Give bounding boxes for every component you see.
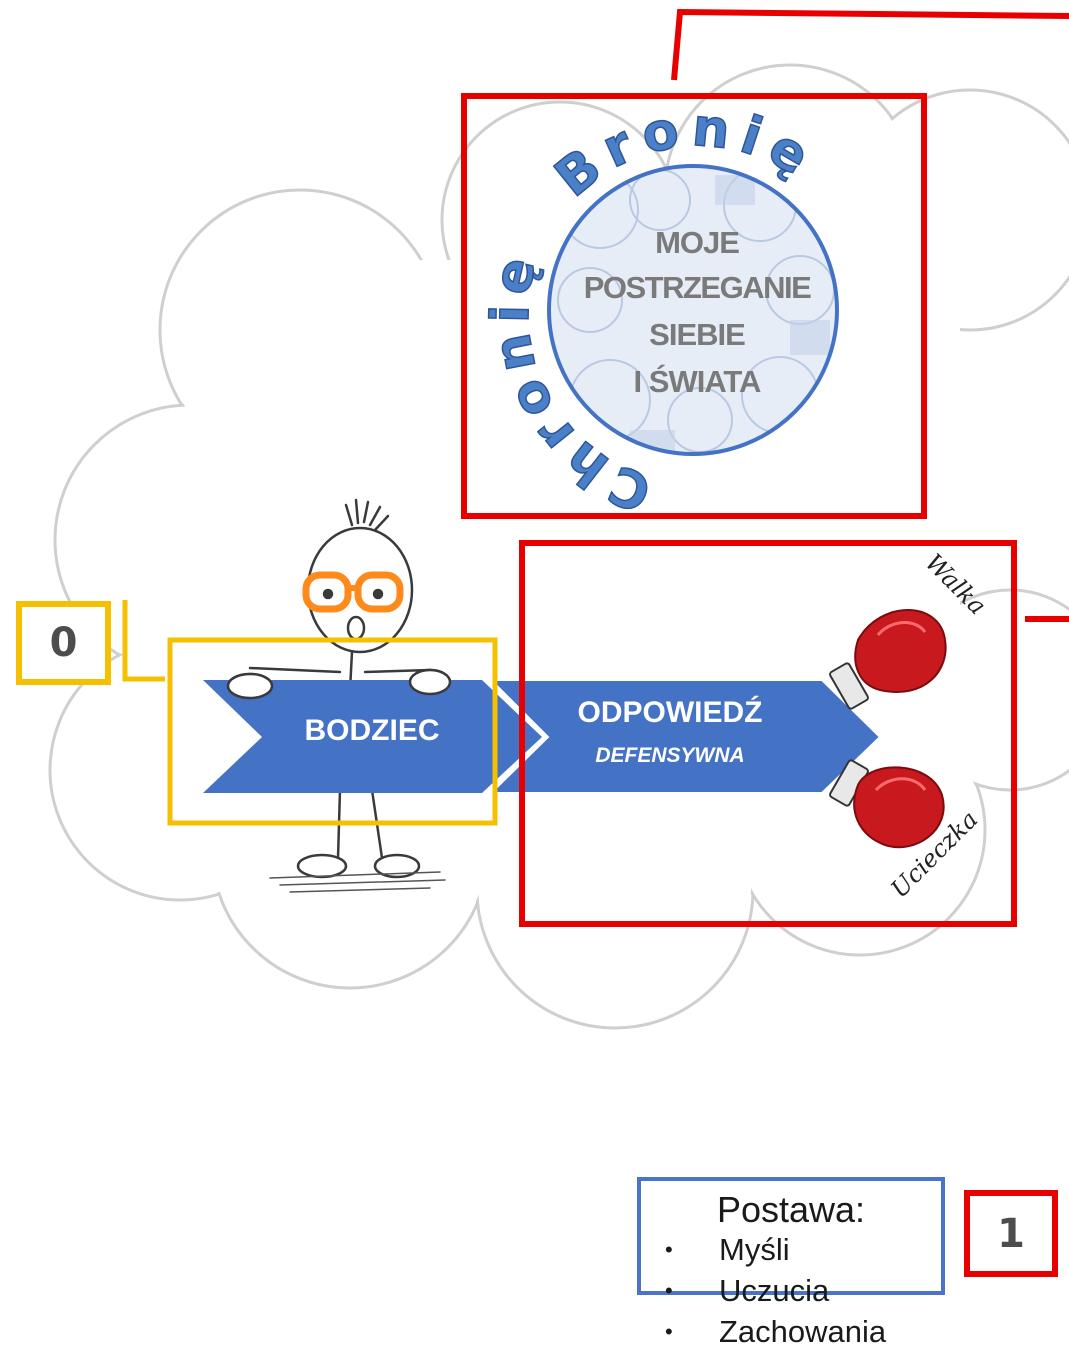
stick-figure — [226, 498, 452, 893]
legend-item-label: Zachowania — [719, 1314, 887, 1349]
legend-item-label: Myśli — [719, 1232, 790, 1267]
circle-line-3: SIEBIE — [649, 317, 745, 352]
boxing-glove-bottom-icon — [829, 759, 945, 849]
legend-title: Postawa: — [716, 1189, 866, 1230]
connector-line-top — [671, 8, 1069, 81]
bullet-icon: • — [665, 1278, 673, 1303]
response-label: ODPOWIEDŹ — [578, 695, 763, 729]
circle-line-4: I ŚWIATA — [634, 363, 761, 399]
legend-list: • Myśli • Uczucia • Zachowania — [641, 1229, 886, 1352]
legend-item: • Myśli — [641, 1229, 886, 1270]
circle-line-2: POSTRZEGANIE — [584, 270, 811, 305]
circle-line-1: MOJE — [655, 225, 739, 260]
marker-zero: 0 — [16, 601, 111, 685]
stimulus-response-arrow: BODZIEC ODPOWIEDŹ DEFENSYWNA — [203, 679, 882, 794]
connector-line-zero — [122, 600, 165, 682]
stimulus-frame — [167, 637, 498, 826]
response-frame — [519, 540, 1017, 927]
attitude-legend: Postawa: • Myśli • Uczucia • Zachowania — [637, 1177, 945, 1349]
marker-one: 1 — [964, 1190, 1058, 1277]
legend-item: • Uczucia — [641, 1270, 886, 1311]
legend-item: • Zachowania — [641, 1311, 886, 1352]
perception-frame — [461, 93, 927, 519]
response-sublabel: DEFENSYWNA — [595, 744, 744, 767]
boxing-glove-top-icon — [829, 609, 947, 710]
figure-hands — [226, 668, 452, 700]
stimulus-label: BODZIEC — [305, 714, 440, 747]
legend-item-label: Uczucia — [719, 1273, 830, 1308]
bullet-icon: • — [665, 1319, 673, 1344]
diagram-canvas: MOJE POSTRZEGANIE SIEBIE I ŚWIATA Bronię… — [48, 8, 1069, 1030]
stimulus-chevron — [203, 680, 542, 793]
bullet-icon: • — [665, 1237, 673, 1262]
response-chevron — [488, 679, 882, 794]
